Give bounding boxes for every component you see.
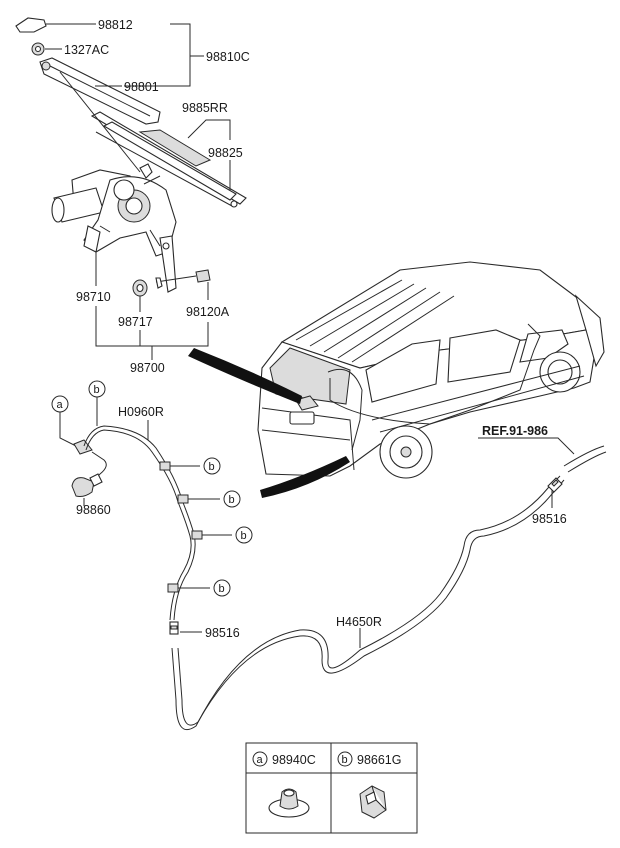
callout-b-text: b bbox=[229, 494, 235, 506]
clip-b-part bbox=[177, 494, 189, 504]
label-h0960r: H0960R bbox=[118, 405, 164, 419]
legend-table bbox=[245, 742, 418, 834]
label-9885rr: 9885RR bbox=[182, 101, 228, 115]
label-98120a: 98120A bbox=[186, 305, 230, 319]
wiper-blade-part bbox=[90, 111, 247, 208]
legend-b-part: 98661G bbox=[357, 753, 401, 767]
callout-b-circle bbox=[223, 490, 241, 508]
pointer-arrow bbox=[260, 456, 350, 498]
bolt-part bbox=[155, 269, 211, 289]
lower-hose bbox=[171, 445, 607, 731]
clip-b-part bbox=[159, 461, 171, 471]
wiper-arm-part bbox=[39, 57, 161, 125]
connector-part-right bbox=[547, 477, 563, 493]
legend-a-circle bbox=[252, 751, 268, 767]
legend-b-code: b bbox=[342, 754, 348, 766]
label-98710: 98710 bbox=[76, 290, 111, 304]
callout-b-text: b bbox=[241, 530, 247, 542]
clip-b-illustration bbox=[359, 785, 387, 819]
legend-b-circle bbox=[337, 751, 353, 767]
label-98801: 98801 bbox=[124, 80, 159, 94]
label-98516-lower: 98516 bbox=[205, 626, 240, 640]
label-h4650r: H4650R bbox=[336, 615, 382, 629]
label-98812: 98812 bbox=[98, 18, 133, 32]
label-98810c: 98810C bbox=[206, 50, 250, 64]
wiper-motor-part bbox=[51, 163, 177, 293]
clip-b-part bbox=[167, 583, 179, 593]
leader-line bbox=[59, 71, 141, 173]
bracket-9885rr bbox=[187, 119, 231, 140]
clip-a-part bbox=[73, 439, 93, 455]
grommet-part bbox=[132, 279, 148, 297]
label-1327ac: 1327AC bbox=[64, 43, 109, 57]
bracket-98810c bbox=[124, 23, 191, 87]
pointer-arrow bbox=[188, 348, 302, 404]
clip-b-part bbox=[191, 530, 203, 540]
callout-b-circle bbox=[235, 526, 253, 544]
label-ref: REF.91-986 bbox=[482, 424, 548, 438]
grommet-a-illustration bbox=[268, 788, 310, 818]
label-98516-right: 98516 bbox=[532, 512, 567, 526]
callout-b-text: b bbox=[209, 461, 215, 473]
vehicle-illustration bbox=[257, 261, 605, 479]
callout-b-text: b bbox=[219, 583, 225, 595]
connector-part-lower bbox=[169, 621, 179, 635]
legend-a-part: 98940C bbox=[272, 753, 316, 767]
label-98700: 98700 bbox=[130, 361, 165, 375]
callout-b-circle bbox=[213, 579, 231, 597]
nut-part bbox=[31, 42, 45, 56]
callout-a-text: a bbox=[57, 399, 64, 411]
leader-line bbox=[59, 412, 77, 447]
washer-nozzle-part bbox=[71, 473, 103, 497]
callout-b-circle bbox=[203, 457, 221, 475]
legend-a-code: a bbox=[257, 754, 264, 766]
wiper-cap-part bbox=[15, 17, 47, 33]
leader-line bbox=[478, 437, 575, 455]
label-98860: 98860 bbox=[76, 503, 111, 517]
label-98717: 98717 bbox=[118, 315, 153, 329]
callout-b-text: b bbox=[94, 384, 100, 396]
label-98825: 98825 bbox=[208, 146, 243, 160]
